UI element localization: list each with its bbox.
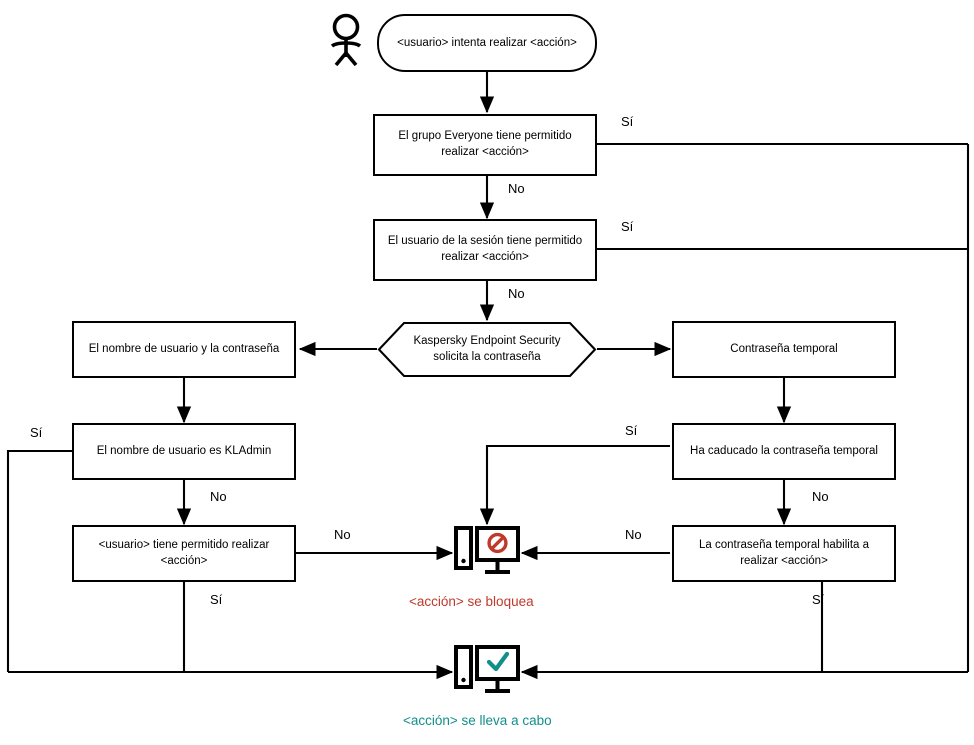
- node-everyone-allowed: El grupo Everyone tiene permitido realiz…: [373, 114, 597, 176]
- edge-label-temp-enables-no: No: [625, 527, 642, 542]
- node-username-password: El nombre de usuario y la contraseña: [72, 321, 296, 378]
- edge-label-user-allowed-yes: Sí: [210, 592, 223, 607]
- node-temp-password-expired: Ha caducado la contraseña temporal: [672, 423, 896, 480]
- node-user-allowed: <usuario> tiene permitido realizar <acci…: [72, 525, 296, 582]
- start-node-label: <usuario> intenta realizar <acción>: [397, 37, 577, 49]
- caption-allowed: <acción> se lleva a cabo: [403, 713, 552, 728]
- node-session-user-allowed: El usuario de la sesión tiene permitido …: [373, 219, 597, 281]
- node-temp-enables-action-label: La contraseña temporal habilita a realiz…: [698, 538, 870, 567]
- node-username-password-label: El nombre de usuario y la contraseña: [88, 342, 280, 355]
- edge-label-user-allowed-no: No: [334, 527, 351, 542]
- node-temp-enables-action: La contraseña temporal habilita a realiz…: [672, 525, 896, 582]
- node-temporary-password: Contraseña temporal: [672, 321, 896, 378]
- node-user-allowed-label: <usuario> tiene permitido realizar <acci…: [98, 538, 270, 567]
- node-temp-password-expired-label: Ha caducado la contraseña temporal: [690, 444, 878, 457]
- computer-blocked-icon: [454, 526, 520, 574]
- node-session-user-allowed-label: El usuario de la sesión tiene permitido …: [387, 235, 583, 263]
- computer-check-icon: [454, 645, 520, 693]
- person-icon: [330, 13, 362, 67]
- hexagon-shape: [377, 321, 597, 378]
- node-kes-password-prompt: Kaspersky Endpoint Security solicita la …: [377, 321, 597, 378]
- node-is-kladmin-label: El nombre de usuario es KLAdmin: [96, 444, 272, 457]
- node-everyone-allowed-label: El grupo Everyone tiene permitido realiz…: [398, 130, 572, 158]
- node-is-kladmin: El nombre de usuario es KLAdmin: [72, 423, 296, 480]
- edge-label-everyone-no: No: [508, 181, 525, 196]
- caption-blocked: <acción> se bloquea: [409, 594, 534, 609]
- edge-label-temp-expired-no: No: [812, 489, 829, 504]
- edge-label-everyone-yes: Sí: [621, 114, 634, 129]
- edge-label-temp-expired-yes: Sí: [625, 423, 638, 438]
- edge-label-session-no: No: [508, 286, 525, 301]
- start-node: <usuario> intenta realizar <acción>: [377, 14, 597, 72]
- node-temporary-password-label: Contraseña temporal: [730, 342, 838, 355]
- node-kes-password-prompt-label: Kaspersky Endpoint Security solicita la …: [413, 334, 561, 363]
- edge-label-temp-enables-yes: Sí: [812, 592, 825, 607]
- edge-label-session-yes: Sí: [621, 219, 634, 234]
- edge-label-kladmin-yes: Sí: [30, 425, 43, 440]
- edge-label-kladmin-no: No: [210, 489, 227, 504]
